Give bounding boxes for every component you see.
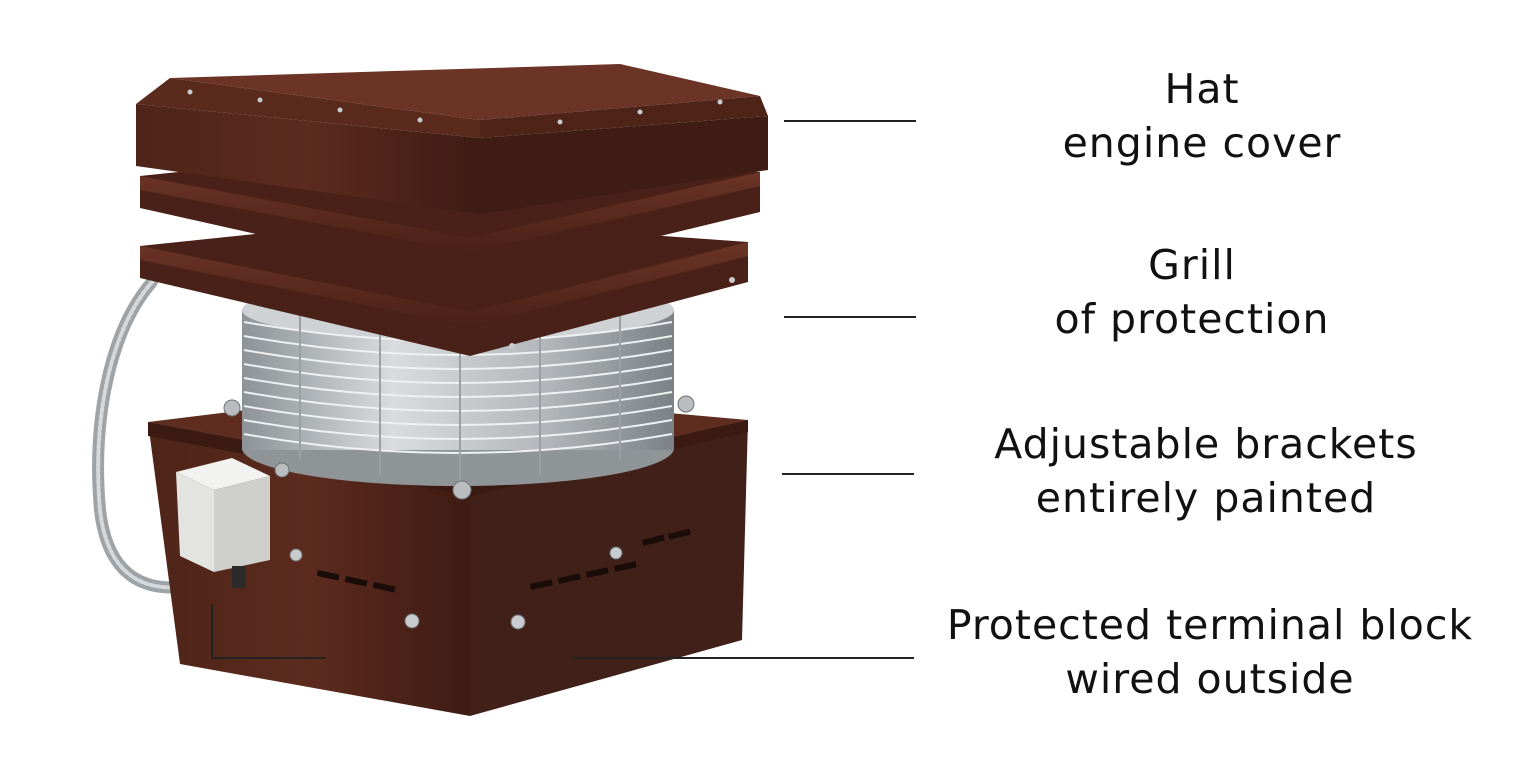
label-line: wired outside [1065, 655, 1355, 703]
label-line: Hat [1164, 65, 1240, 113]
label-line: entirely painted [1035, 474, 1377, 522]
label-terminal-block: Protected terminal block wired outside [900, 598, 1520, 706]
label-line: Adjustable brackets [994, 420, 1418, 468]
label-hat-engine-cover: Hat engine cover [892, 62, 1512, 170]
label-line: engine cover [1062, 119, 1342, 167]
label-line: Grill [1148, 241, 1236, 289]
leader-lines [211, 120, 916, 659]
label-grill-protection: Grill of protection [882, 238, 1502, 346]
label-adjustable-brackets: Adjustable brackets entirely painted [896, 417, 1516, 525]
terminal-box [176, 458, 270, 588]
hat-cover [136, 64, 768, 356]
label-line: Protected terminal block [946, 601, 1474, 649]
leader-line-terminal-left [211, 604, 326, 659]
label-line: of protection [1054, 295, 1330, 343]
